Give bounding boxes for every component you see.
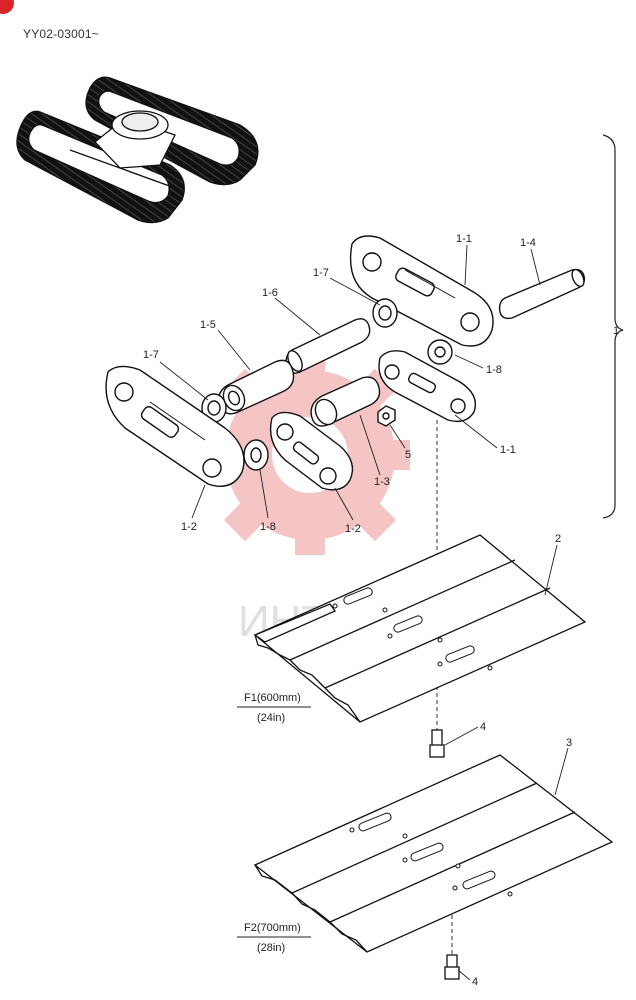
link-1-2-left [105,365,245,487]
link-1-2-middle [269,411,354,491]
shoe-f1-size-label: F1(600mm) [244,692,301,704]
callout-1-8-lower: 1-8 [260,521,276,533]
nut-5 [377,405,396,427]
seal-1-7-upper [372,298,398,328]
bushing-1-3 [310,376,381,427]
assembly-bracket [602,134,624,519]
callout-4-upper: 4 [480,721,486,733]
callout-1-2-left: 1-2 [181,521,197,533]
link-1-1-upper [349,235,494,347]
shoe-f2-inch-label: (28in) [257,942,285,954]
pin-1-4 [498,268,586,320]
callout-1-6: 1-6 [262,287,278,299]
bolt-4-upper [429,729,445,758]
track-shoe-f2 [253,754,614,953]
brand-corner-badge [0,0,14,14]
callout-1: 1 [613,325,619,337]
track-shoe-f1 [253,534,587,723]
callout-1-7-lower: 1-7 [143,349,159,361]
callout-3: 3 [566,737,572,749]
callout-2: 2 [555,533,561,545]
shoe-f2-size-label: F2(700mm) [244,922,301,934]
leader-lines [159,244,569,981]
callout-1-2-middle: 1-2 [345,523,361,535]
bolt-4-lower [444,954,460,980]
callout-1-8-upper: 1-8 [486,364,502,376]
shoe-f1-inch-label: (24in) [257,712,285,724]
seal-1-8-upper [427,339,453,365]
callout-1-1-upper: 1-1 [456,233,472,245]
callout-1-3: 1-3 [374,476,390,488]
callout-1-1-lower: 1-1 [500,444,516,456]
callout-1-4: 1-4 [520,237,536,249]
callout-1-5: 1-5 [200,319,216,331]
undercarriage-overview-icon [16,76,259,224]
model-serial-label: YY02-03001~ [23,27,99,41]
callout-1-7-upper: 1-7 [313,267,329,279]
pin-1-6 [285,318,371,374]
callout-5: 5 [405,449,411,461]
seal-1-8-lower [243,439,269,471]
callout-4-lower: 4 [472,976,478,988]
link-1-1-lower [378,350,477,423]
